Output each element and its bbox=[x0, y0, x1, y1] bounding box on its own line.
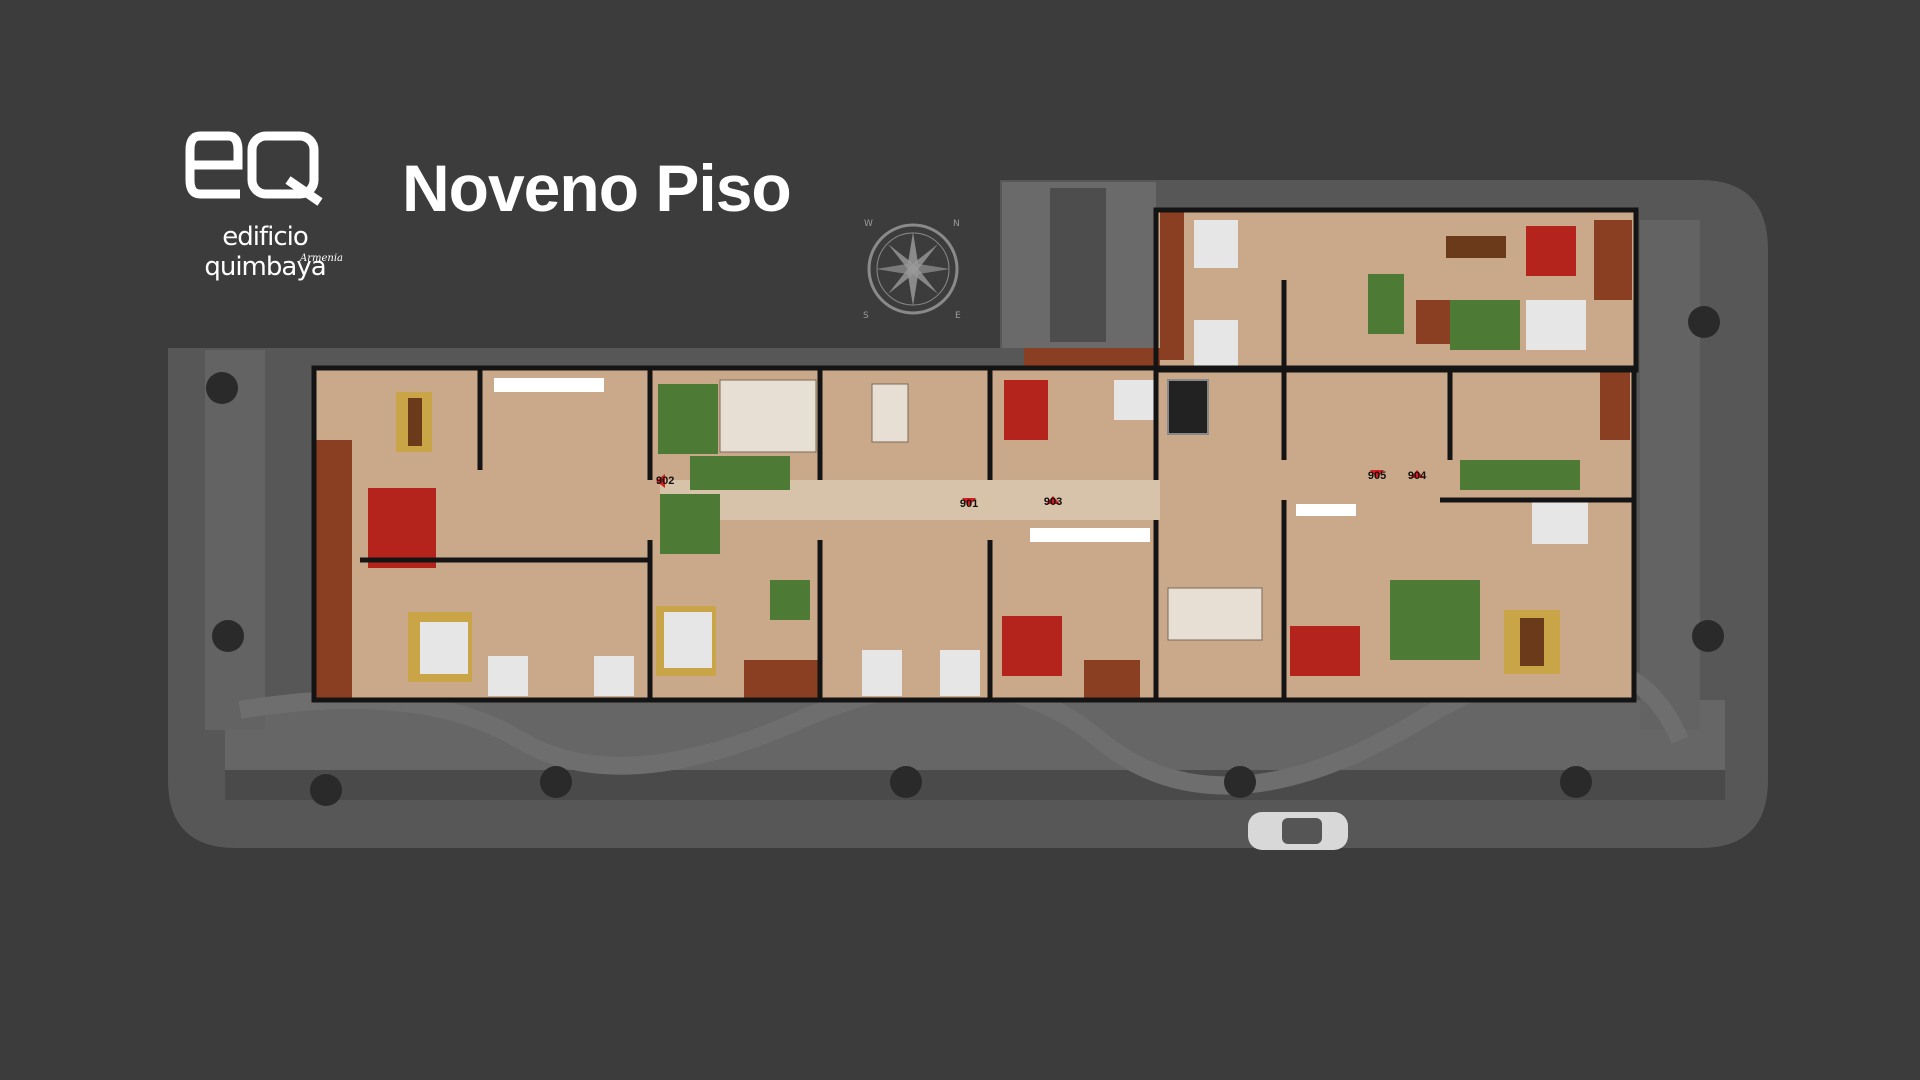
unit-902[interactable]: 902 bbox=[656, 474, 674, 488]
unit-903-marker-icon bbox=[1046, 496, 1060, 504]
furniture bbox=[368, 220, 1588, 696]
compass-s: S bbox=[863, 311, 869, 321]
stairs bbox=[719, 379, 1263, 641]
unit-905-label: 905 bbox=[1367, 470, 1387, 482]
unit-905-marker-icon bbox=[1370, 470, 1384, 478]
unit-901[interactable]: 901 bbox=[960, 498, 978, 510]
page-title: Noveno Piso bbox=[402, 151, 792, 225]
unit-904-marker-icon bbox=[1410, 470, 1424, 478]
wood-decks bbox=[316, 210, 1632, 698]
sidewalk-right bbox=[1640, 220, 1700, 730]
unit-902-marker-icon bbox=[656, 474, 665, 488]
unit-904-label: 904 bbox=[1407, 470, 1427, 482]
compass-w: W bbox=[864, 219, 873, 229]
tree-icons bbox=[206, 306, 1724, 806]
brand-city: Armenia bbox=[300, 253, 344, 264]
elevator bbox=[1167, 379, 1209, 435]
unit-903-label: 903 bbox=[1043, 496, 1063, 508]
unit-902-label: 902 bbox=[656, 475, 675, 487]
brand-logo bbox=[160, 118, 370, 268]
compass-e: E bbox=[955, 311, 961, 321]
unit-903[interactable]: 903 bbox=[1044, 496, 1062, 508]
unit-901-marker-icon bbox=[962, 498, 976, 506]
garden-beds bbox=[658, 274, 1580, 660]
brand-name: edificio quimbaya bbox=[204, 222, 326, 282]
compass-n: N bbox=[953, 219, 960, 229]
street-bottom bbox=[225, 770, 1725, 800]
unit-901-label: 901 bbox=[959, 498, 979, 510]
compass-rose-icon: N E S W bbox=[858, 214, 968, 324]
car-icon bbox=[1248, 812, 1348, 850]
sidewalk-left bbox=[205, 350, 265, 730]
unit-905[interactable]: 905 bbox=[1368, 470, 1386, 482]
walls bbox=[311, 207, 1639, 703]
unit-904[interactable]: 904 bbox=[1408, 470, 1426, 482]
